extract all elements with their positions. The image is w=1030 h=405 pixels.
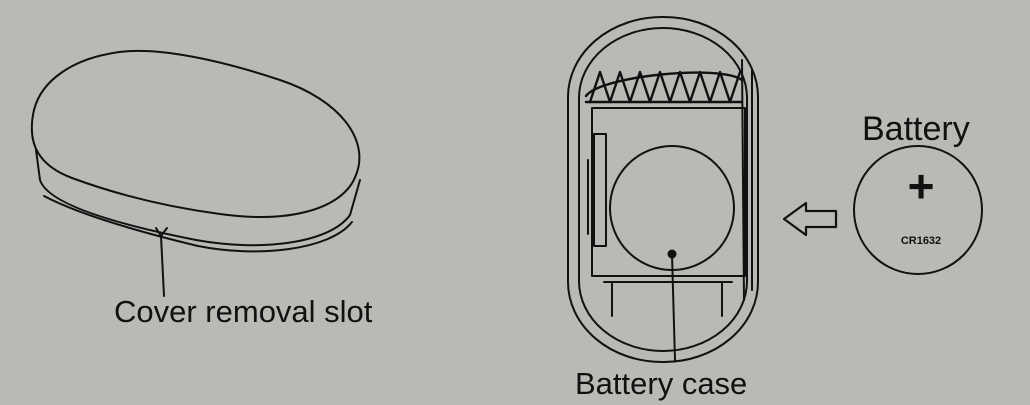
- case-inner-wall: [578, 27, 748, 352]
- closed-device: [30, 49, 361, 297]
- device-base-edge: [43, 195, 353, 253]
- coin-battery: [853, 145, 983, 275]
- cover-slot-leader-line: [160, 235, 165, 297]
- opened-case: [567, 16, 759, 363]
- coin-battery-outline: [853, 145, 983, 275]
- battery-label: Battery: [862, 110, 970, 148]
- battery-case-label: Battery case: [575, 366, 748, 401]
- battery-compartment: [591, 107, 746, 277]
- coil-spring-icon: [584, 70, 744, 104]
- device-top-cover: [30, 49, 361, 218]
- cover-removal-slot-label: Cover removal slot: [114, 294, 373, 329]
- case-lower-tabs: [603, 281, 733, 317]
- battery-side-clip: [593, 133, 607, 247]
- left-arrow-icon: [782, 201, 838, 237]
- device-base-band: [35, 149, 361, 247]
- battery-case-leader-line: [671, 253, 676, 361]
- battery-model-label: CR1632: [900, 235, 942, 247]
- case-outer-shell: [567, 16, 759, 363]
- battery-polarity-plus: +: [907, 160, 935, 212]
- battery-slot-contact-dot: [667, 249, 677, 259]
